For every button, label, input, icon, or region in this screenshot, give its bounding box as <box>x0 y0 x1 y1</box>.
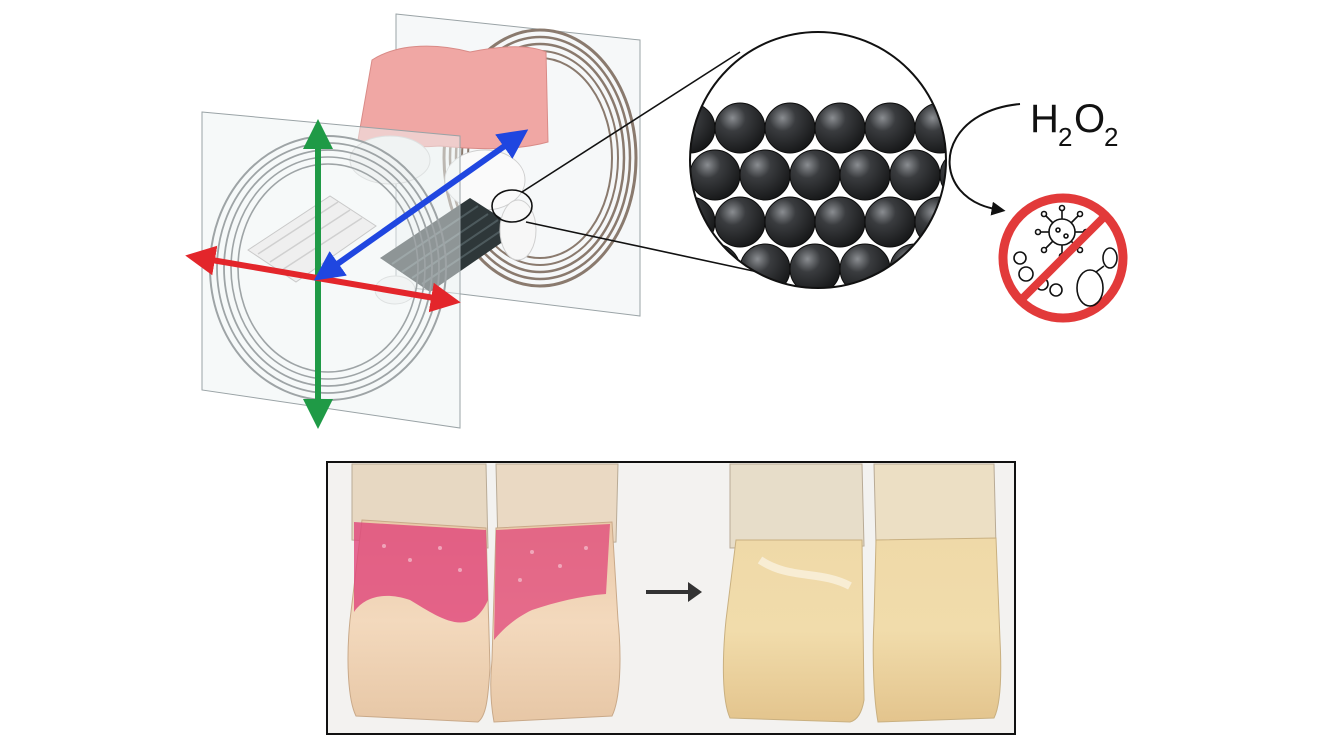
microbead-sphere <box>889 243 941 288</box>
microbead-sphere <box>739 149 791 201</box>
microbead-sphere <box>864 196 916 248</box>
svg-text:O: O <box>1074 97 1105 141</box>
microbead-sphere <box>789 149 841 201</box>
microbead-sphere <box>914 196 946 248</box>
microbead-sphere <box>814 196 866 248</box>
microbead-sphere <box>714 196 766 248</box>
svg-text:2: 2 <box>1104 122 1118 152</box>
microbead-sphere <box>839 149 891 201</box>
plaque-stain <box>354 522 488 623</box>
microbead-sphere <box>864 102 916 154</box>
microbead-sphere <box>690 243 741 288</box>
curved-arrow-icon <box>948 103 1021 216</box>
before-after-photo <box>326 461 1016 735</box>
right-arrow-icon <box>646 582 702 602</box>
teeth-after <box>722 463 1002 723</box>
h2o2-label: H 2 O 2 <box>1030 97 1118 152</box>
microbead-sphere <box>889 149 941 201</box>
tooth-clean-right <box>872 537 1002 723</box>
microbead-sphere <box>839 243 891 288</box>
teeth-before <box>347 463 621 723</box>
zoom-line-top <box>521 51 741 193</box>
axis-z-arrow <box>313 129 529 281</box>
no-microbes-icon <box>998 193 1128 323</box>
svg-text:H: H <box>1030 97 1059 141</box>
svg-text:2: 2 <box>1058 122 1072 152</box>
microbead-sphere <box>814 102 866 154</box>
zoom-source-circle <box>491 189 533 223</box>
microbead-sphere <box>714 102 766 154</box>
tooth-clean-left <box>722 539 865 723</box>
microbead-sphere <box>690 149 741 201</box>
magnetic-coil-device <box>185 13 641 429</box>
microbead-sphere <box>939 149 946 201</box>
microbead-sphere <box>914 102 946 154</box>
prohibition-slash <box>1018 213 1108 303</box>
microbead-sphere <box>764 196 816 248</box>
microbead-sphere <box>764 102 816 154</box>
magnified-microbead-bristles <box>689 31 947 289</box>
zoom-line-bottom <box>525 221 759 273</box>
microbead-sphere <box>690 196 716 248</box>
